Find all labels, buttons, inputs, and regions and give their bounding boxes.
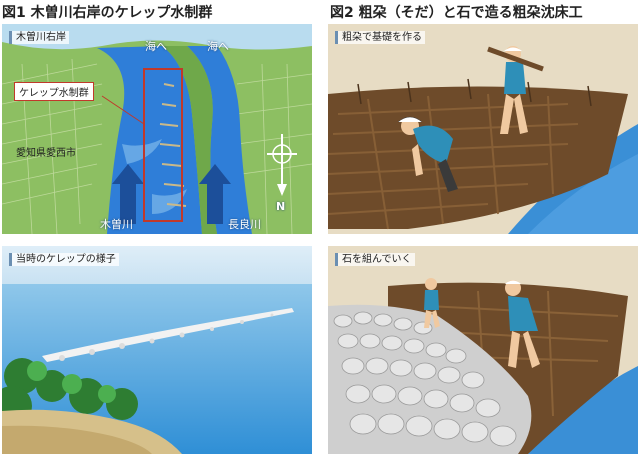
step1-caption: 粗朶で基礎を作る (335, 31, 425, 44)
groin-callout: ケレップ水制群 (14, 82, 94, 101)
sea-label-left: 海へ (145, 40, 167, 53)
north-label: N (276, 200, 286, 213)
step2-illustration (328, 246, 638, 454)
groin-photo-illustration (2, 246, 312, 454)
kiso-river-label: 木曽川 (100, 218, 133, 231)
brushwood-foundation-illustration: 粗朶で基礎を作る (328, 24, 638, 234)
stone-layering-illustration: 石を組んでいく (328, 246, 638, 454)
town-label: 愛知県愛西市 (16, 148, 76, 159)
nagara-river-label: 長良川 (228, 218, 261, 231)
groin-photo: 当時のケレップの様子 (2, 246, 312, 454)
photo-caption: 当時のケレップの様子 (9, 253, 119, 266)
map-illustration (2, 24, 312, 234)
step1-illustration (328, 24, 638, 234)
map-caption: 木曽川右岸 (9, 31, 69, 44)
figure1-title: 図1 木曽川右岸のケレップ水制群 (2, 5, 213, 21)
step2-caption: 石を組んでいく (335, 253, 415, 266)
kiso-river-map: 木曽川右岸 海へ 海へ ケレップ水制群 愛知県愛西市 木曽川 長良川 N (2, 24, 312, 234)
sea-label-right: 海へ (207, 40, 229, 53)
figure2-title: 図2 粗朶（そだ）と石で造る粗朶沈床工 (330, 5, 583, 21)
